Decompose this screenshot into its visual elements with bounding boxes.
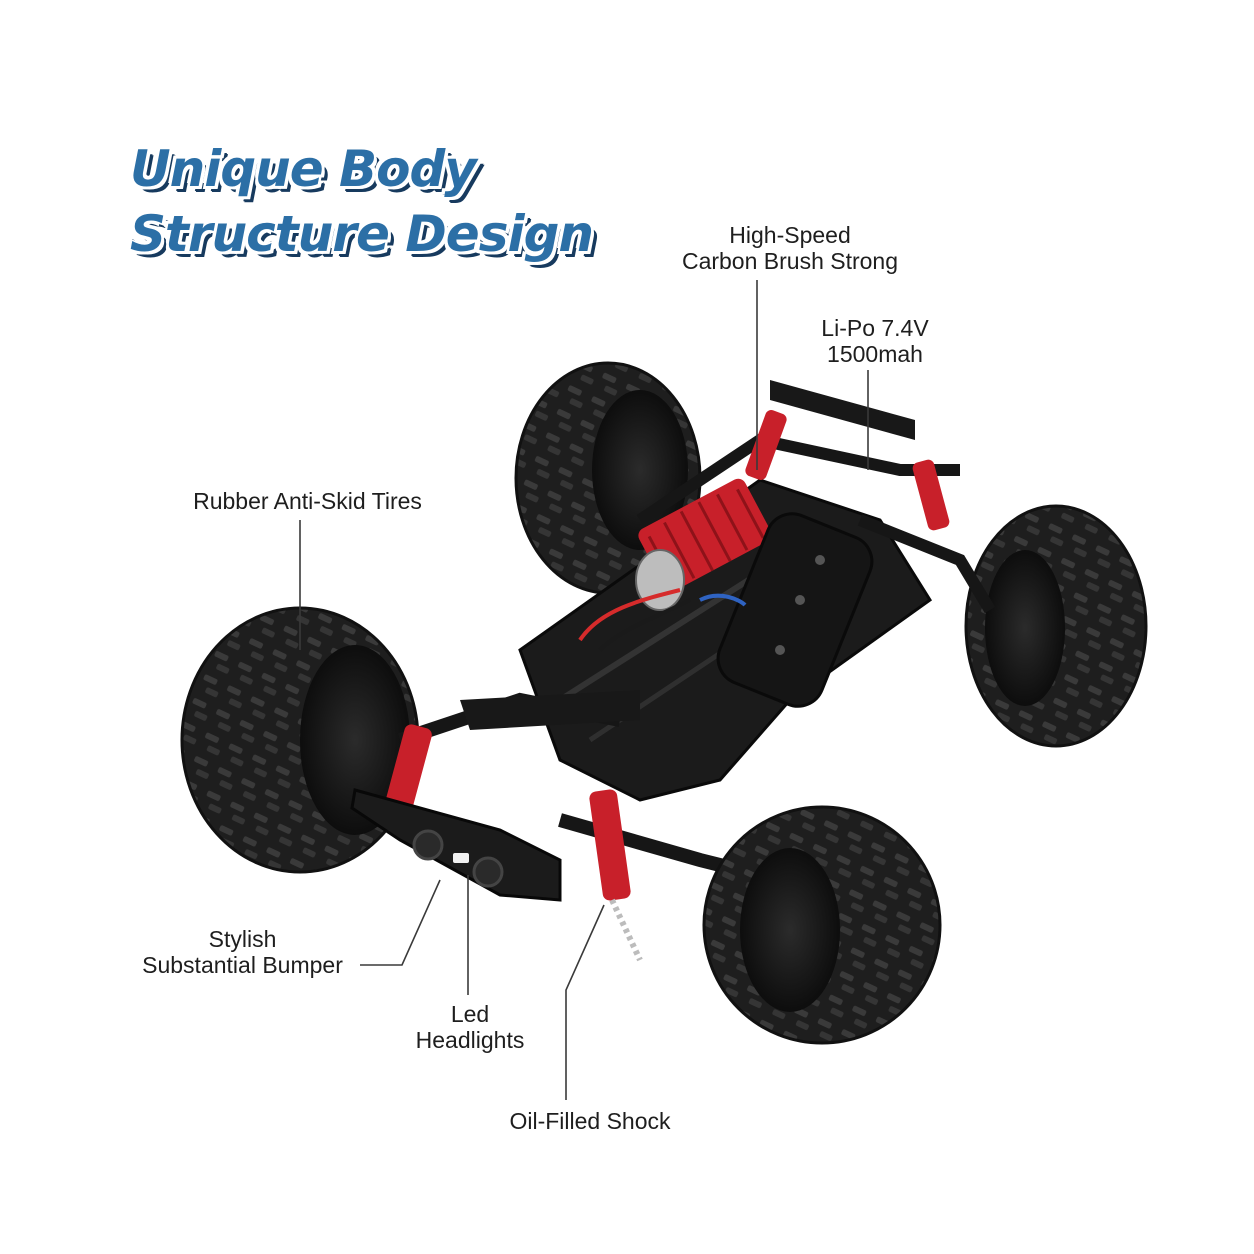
motor-heatsink (635, 478, 772, 611)
callout-shock: Oil-Filled Shock (490, 1108, 690, 1134)
battery-pack (716, 512, 874, 708)
callout-shock-line-1: Oil-Filled Shock (509, 1108, 671, 1134)
rear-right-wheel (964, 504, 1148, 748)
callout-tires: Rubber Anti-Skid Tires (165, 488, 450, 514)
callout-motor: High-Speed Carbon Brush Strong (660, 222, 920, 274)
callout-battery: Li-Po 7.4V 1500mah (795, 315, 955, 367)
callout-bumper-line-1: Stylish (208, 926, 277, 952)
callout-leader-lines (299, 280, 869, 1100)
callout-headlights-line-1: Led (450, 1001, 490, 1027)
rear-suspension (636, 380, 996, 614)
headline-line-2: Structure Design (130, 205, 594, 263)
callout-battery-line-2: 1500mah (827, 341, 923, 367)
callout-bumper-line-2: Substantial Bumper (142, 952, 343, 978)
callout-headlights-line-2: Headlights (415, 1027, 525, 1053)
oil-filled-shocks (385, 724, 643, 962)
callout-battery-line-1: Li-Po 7.4V (821, 315, 929, 341)
headline-line-1: Unique Body (130, 140, 477, 198)
callout-motor-line-1: High-Speed (729, 222, 851, 248)
wiring (578, 588, 747, 652)
front-bumper (350, 788, 562, 902)
callout-tires-line-1: Rubber Anti-Skid Tires (193, 488, 422, 514)
callout-headlights: Led Headlights (395, 1001, 545, 1053)
front-right-wheel (702, 805, 942, 1045)
callout-bumper: Stylish Substantial Bumper (120, 926, 365, 978)
callout-motor-line-2: Carbon Brush Strong (681, 248, 899, 274)
